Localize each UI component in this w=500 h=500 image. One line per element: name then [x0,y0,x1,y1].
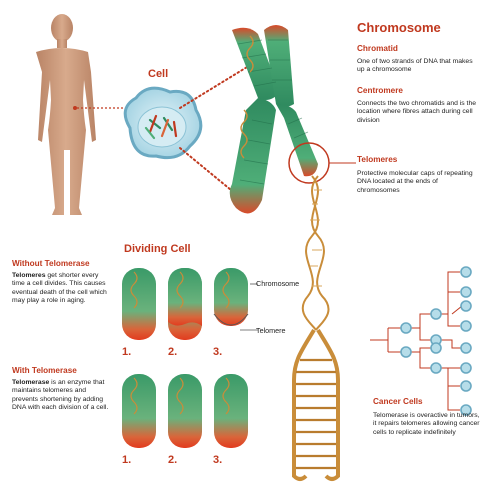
centromere-title: Centromere [357,86,403,95]
centromere-text: Connects the two chromatids and is the l… [357,100,477,124]
chromatid-title: Chromatid [357,44,398,53]
dividing-row-without [122,268,258,340]
with-telomerase-text: Telomerase is an enzyme that maintains t… [12,379,109,412]
step-2-row1: 2. [168,346,178,358]
dividing-row-with [122,374,248,448]
without-telomerase-title: Without Telomerase [12,259,90,268]
step-2-row2: 2. [168,454,178,466]
step-1-row2: 1. [122,454,132,466]
cell-location-dot [73,106,77,110]
dividing-cell-title: Dividing Cell [124,243,191,255]
cell-label: Cell [148,68,169,80]
cancer-cell-tree [370,266,472,416]
telomeres-text: Protective molecular caps of repeating D… [357,170,473,194]
cancer-cells-title: Cancer Cells [373,397,423,406]
cell-illustration [123,86,203,160]
with-telomerase-title: With Telomerase [12,366,77,375]
telomeres-title: Telomeres [357,155,398,164]
dna-ladder [292,328,340,481]
human-figure [36,14,96,215]
chromosome-marker-label: Chromosome [256,279,300,288]
chromosome-title: Chromosome [357,20,441,35]
dna-helix [301,175,330,331]
chromatid-text: One of two strands of DNA that makes up … [357,58,473,74]
step-3-row1: 3. [213,346,223,358]
cancer-cells-text: Telomerase is overactive in tumors, it r… [373,412,480,436]
without-telomerase-text: Telomeres get shorter every time a cell … [12,272,107,305]
step-3-row2: 3. [213,454,223,466]
telomere-marker-label: Telomere [256,326,286,335]
chromosome-illustration [229,25,318,214]
step-1-row1: 1. [122,346,132,358]
